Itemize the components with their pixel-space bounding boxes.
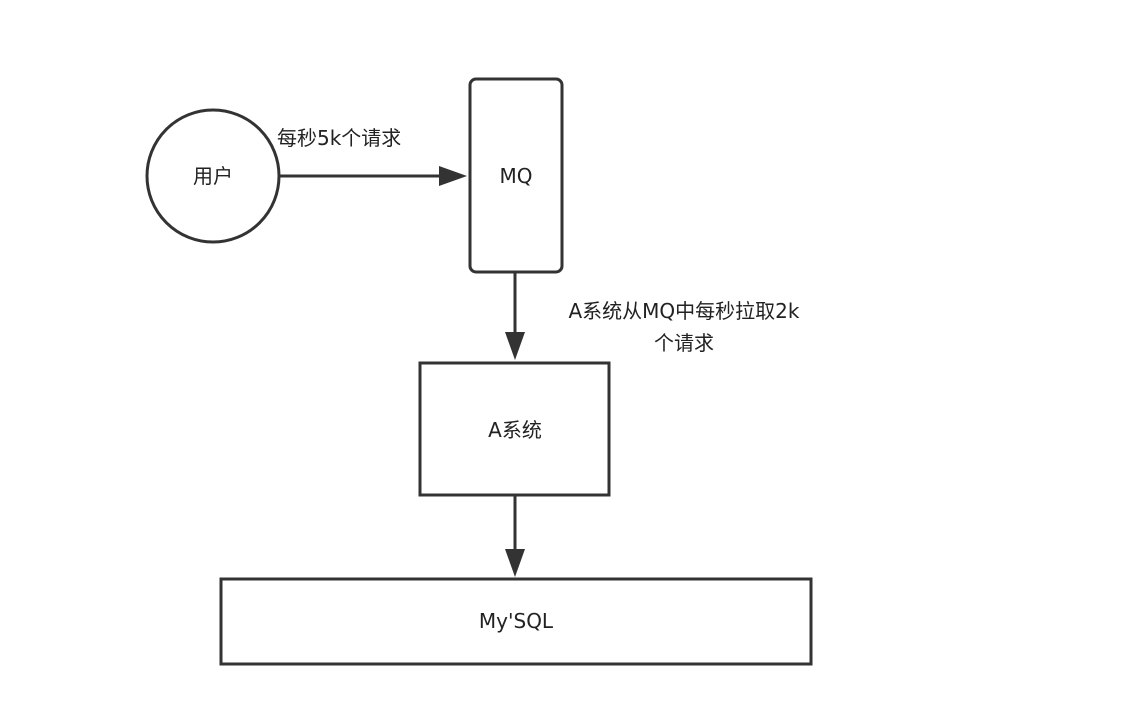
edge-mq-to-system-a-label-line2: 个请求 <box>654 331 714 355</box>
edge-system-a-to-mysql <box>505 496 525 577</box>
edge-system-a-to-mysql-arrowhead <box>505 549 525 577</box>
mq-box <box>468 77 564 274</box>
edge-mq-to-system-a: A系统从MQ中每秒拉取2k 个请求 <box>505 273 800 360</box>
user-circle <box>145 108 281 244</box>
edge-user-to-mq-arrowhead <box>439 166 467 186</box>
system-a-label: A系统 <box>488 418 542 442</box>
system-a-box <box>418 361 611 497</box>
system-a-node: A系统 <box>418 361 611 497</box>
edge-mq-to-system-a-arrowhead <box>505 332 525 360</box>
user-node: 用户 <box>145 108 281 244</box>
mysql-box <box>219 577 813 666</box>
edge-user-to-mq: 每秒5k个请求 <box>277 126 467 186</box>
mysql-node: My'SQL <box>219 577 813 666</box>
mq-node: MQ <box>468 77 564 274</box>
mysql-label: My'SQL <box>479 609 554 633</box>
mq-label: MQ <box>500 164 533 188</box>
edge-user-to-mq-label: 每秒5k个请求 <box>277 126 401 150</box>
user-label: 用户 <box>193 164 233 188</box>
edge-mq-to-system-a-label-line1: A系统从MQ中每秒拉取2k <box>569 299 800 323</box>
